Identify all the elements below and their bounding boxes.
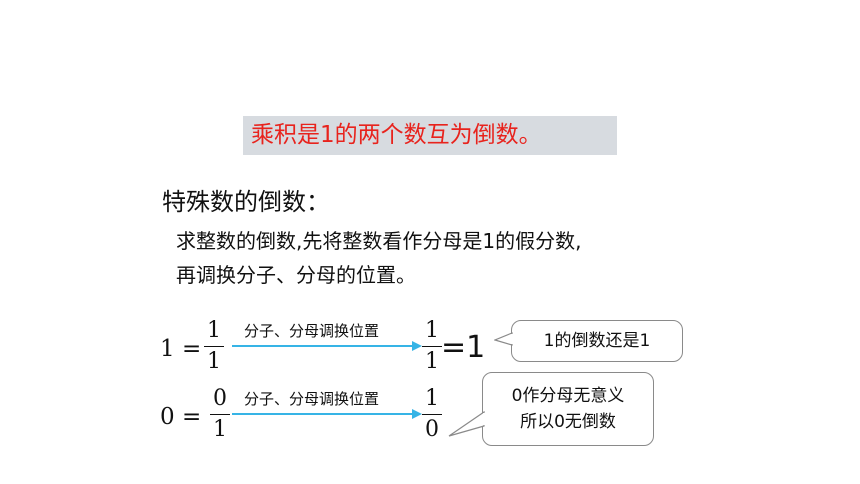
- right-arrow-icon: [232, 409, 422, 419]
- fraction-bar: [210, 414, 230, 415]
- callout-zero-no-reciprocal: 0作分母无意义 所以0无倒数: [482, 372, 654, 446]
- example-row-zero: 0 = 0 1 分子、分母调换位置 1 0: [160, 386, 660, 450]
- numerator: 1: [207, 318, 221, 343]
- source-fraction: 1 1: [204, 318, 224, 375]
- denominator: 1: [207, 349, 221, 374]
- fraction-bar: [422, 414, 442, 415]
- method-text: 求整数的倒数,先将整数看作分母是1的假分数, 再调换分子、分母的位置。: [176, 224, 581, 292]
- source-fraction: 0 1: [210, 386, 230, 443]
- method-line-2: 再调换分子、分母的位置。: [176, 263, 416, 287]
- denominator: 1: [213, 417, 227, 442]
- arrow-label: 分子、分母调换位置: [244, 322, 380, 340]
- right-arrow-icon: [232, 341, 422, 351]
- numerator: 1: [425, 386, 439, 411]
- lhs-expression: 0 =: [160, 404, 202, 430]
- method-line-1: 求整数的倒数,先将整数看作分母是1的假分数,: [176, 229, 582, 253]
- callout-tail: [448, 410, 485, 437]
- denominator: 1: [425, 349, 439, 374]
- example-row-one: 1 = 1 1 分子、分母调换位置 1 1 =1: [160, 318, 660, 382]
- fraction-bar: [422, 346, 442, 347]
- callout-tail: [494, 332, 513, 346]
- numerator: 1: [425, 318, 439, 343]
- equals-one: =1: [441, 330, 486, 365]
- definition-banner: 乘积是1的两个数互为倒数。: [243, 116, 617, 155]
- result-fraction: 1 1: [422, 318, 442, 375]
- fraction-bar: [204, 346, 224, 347]
- result-fraction: 1 0: [422, 386, 442, 443]
- callout-line-2: 所以0无倒数: [520, 412, 616, 432]
- callout-reciprocal-of-one: 1的倒数还是1: [511, 320, 683, 362]
- lhs-expression: 1 =: [160, 336, 202, 362]
- denominator: 0: [425, 417, 439, 442]
- callout-line-1: 0作分母无意义: [511, 386, 625, 406]
- numerator: 0: [213, 386, 227, 411]
- section-heading: 特殊数的倒数：: [162, 188, 330, 216]
- arrow-label: 分子、分母调换位置: [244, 390, 380, 408]
